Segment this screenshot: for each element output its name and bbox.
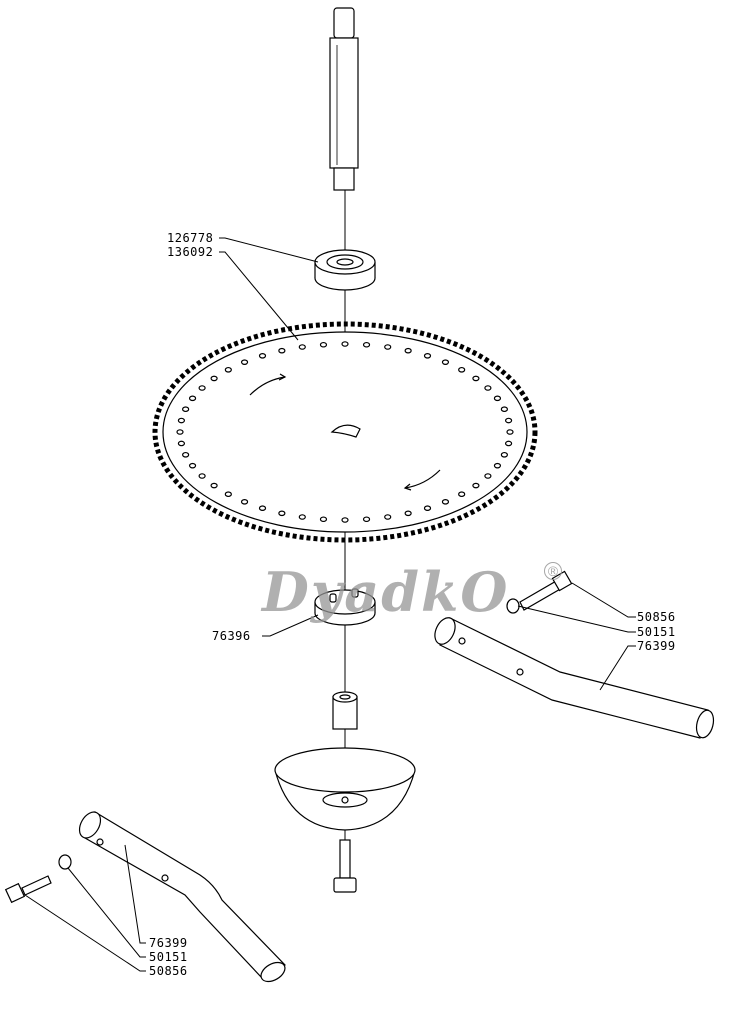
left-bolt [4, 854, 72, 904]
seed-hole [319, 516, 328, 523]
drive-shaft [329, 7, 359, 191]
seed-hole [319, 341, 328, 348]
seed-hole [362, 341, 371, 348]
right-bolt [506, 570, 573, 614]
part-label-right-bolt: 50856 [637, 610, 676, 624]
seed-hole [258, 505, 267, 512]
spacer [332, 691, 358, 730]
part-label-left-washer: 50151 [149, 950, 188, 964]
bottom-bolt [333, 839, 357, 893]
seed-hole [500, 406, 508, 413]
seed-hole [278, 347, 286, 354]
seed-hole [423, 352, 432, 359]
seed-hole [484, 473, 492, 479]
seed-hole [210, 375, 218, 382]
seed-hole [472, 482, 480, 489]
leader-lines [24, 237, 636, 972]
seed-hole [182, 451, 190, 458]
seed-hole [404, 510, 412, 517]
seed-hole [188, 462, 197, 469]
seed-hole [500, 451, 508, 458]
seed-hole [278, 510, 286, 517]
seed-hole [404, 347, 412, 354]
part-label-left-tube: 76399 [149, 936, 188, 950]
left-tube [78, 811, 286, 983]
seed-hole [384, 514, 392, 520]
seed-hole [341, 341, 349, 347]
seed-hole [341, 517, 349, 523]
seed-hole [384, 344, 392, 350]
seed-hole [506, 429, 514, 435]
bowl [274, 747, 416, 831]
seed-hole [441, 359, 450, 365]
seed-hole [177, 440, 186, 447]
seed-hole [458, 366, 466, 373]
seed-disk [152, 321, 538, 543]
seed-hole [182, 406, 190, 413]
seed-hole [504, 440, 513, 447]
part-label-hub: 76396 [212, 629, 251, 643]
seed-hole [493, 395, 502, 402]
seal-assembly [314, 249, 376, 291]
seed-hole [362, 516, 371, 523]
seed-hole [423, 505, 432, 512]
seed-hole [484, 385, 492, 391]
watermark-logo: DyadkO [262, 560, 510, 624]
part-label-126778: 126778 [167, 231, 214, 245]
registered-mark: ® [544, 562, 562, 580]
seed-hole [176, 429, 184, 435]
part-label-left-bolt: 50856 [149, 964, 188, 978]
seed-hole [493, 462, 502, 469]
seed-hole [298, 344, 306, 350]
seed-hole [240, 359, 249, 365]
seed-hole [224, 491, 232, 498]
right-tube [434, 617, 715, 739]
seed-hole [188, 395, 197, 402]
part-label-right-washer: 50151 [637, 625, 676, 639]
seed-hole [198, 473, 206, 479]
seed-hole [472, 375, 480, 382]
part-label-right-tube: 76399 [637, 639, 676, 653]
seed-hole [441, 499, 450, 505]
seed-hole [240, 499, 249, 505]
hub [314, 588, 376, 626]
seed-hole [504, 417, 513, 424]
seed-hole [258, 352, 267, 359]
seed-hole [458, 491, 466, 498]
seed-hole [198, 385, 206, 391]
seed-hole [177, 417, 186, 424]
seed-hole [298, 514, 306, 520]
part-label-136092: 136092 [167, 245, 214, 259]
seed-hole [224, 366, 232, 373]
seed-hole [210, 482, 218, 489]
